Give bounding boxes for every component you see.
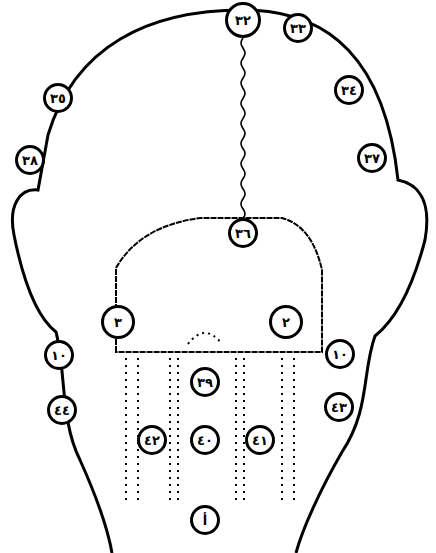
point-circle: ١٠ — [44, 340, 74, 370]
dotted-lines — [126, 358, 294, 505]
wavy-connector — [241, 38, 245, 218]
head-contour — [243, 10, 427, 553]
point-number: ٣٢ — [235, 14, 251, 27]
point-circle: ١٠ — [325, 339, 355, 369]
point-circle: ٤٠ — [190, 425, 220, 455]
point-number: ٢ — [282, 316, 290, 329]
point-number: ٣٧ — [364, 152, 380, 165]
point-circle: ٤٣ — [324, 392, 354, 422]
point-number: ٤٣ — [331, 401, 347, 414]
point-circle: ٤٢ — [137, 425, 167, 455]
point-number: ٣٥ — [50, 92, 66, 105]
dotted-arc — [188, 333, 222, 344]
point-circle: ٣٣ — [283, 13, 313, 43]
point-circle: ٣٥ — [43, 83, 73, 113]
point-number: ٣٣ — [290, 22, 306, 35]
point-circle: ٤١ — [245, 425, 275, 455]
point-circle: ٣٢ — [225, 2, 261, 38]
point-number: ٣٩ — [197, 376, 213, 389]
head-contour — [12, 10, 243, 553]
point-circle: ٣٤ — [334, 75, 364, 105]
point-number: ٣٤ — [341, 84, 357, 97]
point-circle: ٣٧ — [357, 143, 387, 173]
point-circle: أ — [190, 505, 220, 535]
hairline-region — [116, 218, 322, 352]
point-circle: ٢ — [269, 305, 303, 339]
point-number: ٤٤ — [54, 404, 70, 417]
point-number: ٣ — [114, 316, 122, 329]
point-circle: ٣٦ — [228, 218, 258, 248]
point-number: ١٠ — [332, 348, 348, 361]
point-number: ١٠ — [51, 349, 67, 362]
point-number: أ — [203, 514, 207, 527]
point-circle: ٣٩ — [190, 367, 220, 397]
point-number: ٣٨ — [22, 154, 38, 167]
point-number: ٤١ — [252, 434, 268, 447]
point-circle: ٣ — [101, 305, 135, 339]
point-number: ٤٢ — [144, 434, 160, 447]
point-number: ٤٠ — [197, 434, 213, 447]
point-number: ٣٦ — [235, 227, 251, 240]
point-circle: ٤٤ — [47, 395, 77, 425]
point-circle: ٣٨ — [15, 145, 45, 175]
